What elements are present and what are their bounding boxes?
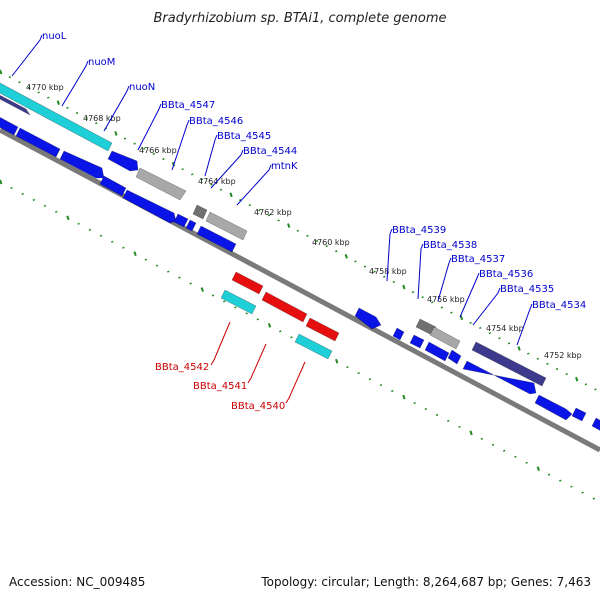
gene-fwd-7[interactable] (185, 219, 197, 232)
gene-label[interactable]: BBta_4540 (231, 401, 285, 412)
gene-label[interactable]: nuoL (42, 31, 67, 42)
gene-fwd-8[interactable] (196, 225, 237, 253)
major-tick (0, 69, 3, 75)
scale-label: 4768 kbp (83, 114, 121, 123)
major-tick (267, 323, 272, 328)
gene-label-leaders-red (210, 321, 306, 404)
scale-label: 4754 kbp (486, 324, 524, 333)
tick-track-inner (0, 179, 596, 500)
major-tick (287, 223, 291, 228)
scale-label: 4770 kbp (26, 83, 64, 92)
gene-label[interactable]: nuoN (129, 82, 155, 93)
map-title: Bradyrhizobium sp. BTAi1, complete genom… (153, 11, 446, 26)
gene-nuoM[interactable] (0, 82, 113, 152)
major-tick (229, 192, 233, 198)
gene-BBta_4535[interactable] (471, 341, 547, 387)
major-tick (469, 430, 473, 436)
scale-label: 4762 kbp (254, 208, 292, 217)
scale-label: 4760 kbp (312, 238, 350, 247)
gene-label[interactable]: nuoM (88, 57, 115, 68)
gene-BBta_4544[interactable] (205, 211, 248, 241)
gene-label[interactable]: BBta_4537 (451, 254, 505, 265)
gene-fwd-5[interactable] (122, 189, 177, 224)
major-tick (402, 284, 406, 290)
genome-backbone (0, 127, 600, 453)
major-tick (344, 253, 348, 259)
gene-rev-2[interactable] (424, 341, 450, 362)
major-tick (133, 251, 137, 257)
major-tick (56, 100, 60, 106)
gene-BBta_4539[interactable] (354, 307, 382, 330)
scale-label: 4752 kbp (544, 351, 582, 360)
gene-label-leaders (11, 34, 533, 346)
gene-fwd-2[interactable] (15, 127, 61, 158)
major-tick (114, 131, 118, 136)
gene-BBta_4545[interactable] (192, 204, 208, 220)
major-tick (575, 376, 579, 382)
gene-label[interactable]: BBta_4534 (532, 300, 586, 311)
gene-BBta_4534[interactable] (462, 360, 537, 395)
gene-label[interactable]: BBta_4546 (189, 116, 243, 127)
gene-label[interactable]: BBta_4536 (479, 269, 533, 280)
major-tick (459, 315, 464, 321)
gene-BBta_4542[interactable] (231, 271, 264, 295)
gene-BBta_4538[interactable] (392, 327, 405, 341)
scale-label: 4766 kbp (139, 146, 177, 155)
gene-BBta_4537[interactable] (415, 318, 437, 336)
gene-label[interactable]: BBta_4547 (161, 100, 215, 111)
gene-label[interactable]: BBta_4538 (423, 240, 477, 251)
gene-BBta_4541[interactable] (261, 291, 308, 323)
gene-BBta_4547[interactable] (135, 167, 187, 201)
major-tick (66, 215, 70, 221)
gene-fwd-10[interactable] (571, 407, 587, 422)
gene-fwd-4[interactable] (99, 175, 127, 197)
scale-label: 4756 kbp (427, 295, 465, 304)
gene-rev-3[interactable] (447, 349, 462, 365)
gene-fwd-9[interactable] (534, 394, 573, 421)
major-tick (517, 346, 521, 351)
major-tick (0, 179, 3, 185)
major-tick (402, 394, 406, 400)
gene-BBta_4536[interactable] (429, 326, 461, 350)
gene-BBta_4540[interactable] (305, 317, 340, 342)
gene-label[interactable]: BBta_4544 (243, 146, 297, 157)
genome-summary-text: Topology: circular; Length: 8,264,687 bp… (260, 575, 591, 589)
gene-features (0, 82, 600, 431)
gene-rev-1[interactable] (409, 334, 425, 349)
gene-label[interactable]: mtnK (271, 161, 298, 172)
gene-nuoN[interactable] (107, 150, 139, 172)
gene-label[interactable]: BBta_4535 (500, 284, 554, 295)
gene-nuoL[interactable] (0, 90, 31, 116)
gene-label[interactable]: BBta_4545 (217, 131, 271, 142)
gene-labels: nuoL nuoM nuoN BBta_4547 BBta_4546 BBta_… (42, 31, 586, 412)
gene-BBta_4542-part[interactable] (220, 289, 257, 315)
major-tick (200, 287, 204, 292)
gene-fwd-6[interactable] (173, 213, 189, 228)
major-tick (536, 466, 540, 472)
gene-BBta_4540-part[interactable] (294, 333, 333, 360)
gene-label[interactable]: BBta_4542 (155, 362, 209, 373)
gene-label[interactable]: BBta_4539 (392, 225, 446, 236)
gene-fwd-3[interactable] (59, 150, 105, 179)
gene-fwd-1[interactable] (0, 112, 19, 136)
accession-text: Accession: NC_009485 (9, 575, 145, 589)
major-tick (335, 358, 339, 364)
gene-fwd-11[interactable] (591, 417, 600, 431)
gene-label[interactable]: BBta_4541 (193, 381, 247, 392)
